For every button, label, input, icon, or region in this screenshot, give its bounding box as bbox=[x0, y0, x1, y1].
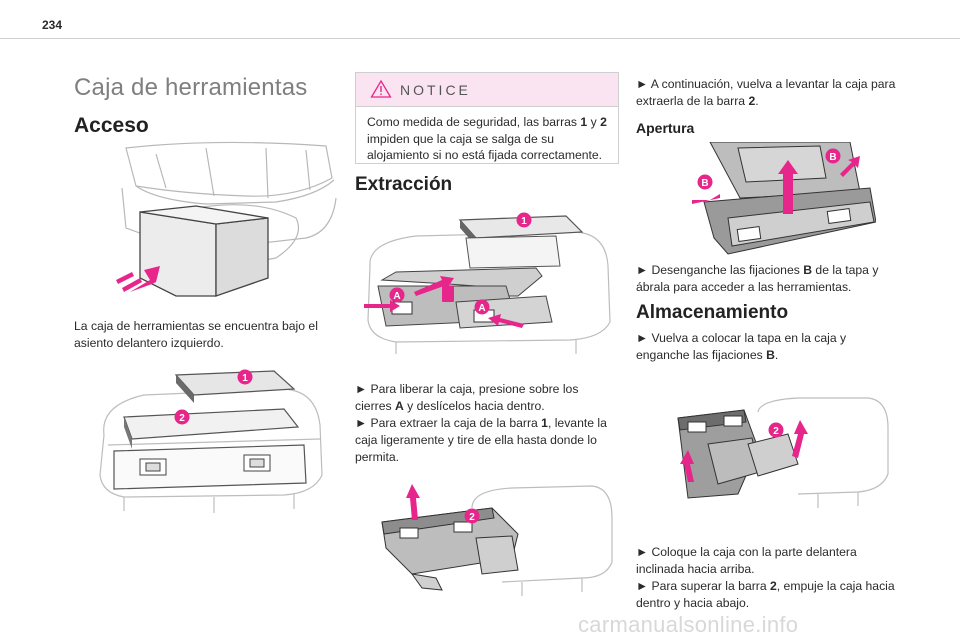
badge-b-left-label: B bbox=[701, 178, 708, 189]
seat-illustration bbox=[116, 141, 337, 297]
storage-illustration: 2 bbox=[677, 397, 889, 508]
extraccion-heading: Extracción bbox=[355, 174, 453, 195]
badge-2 bbox=[174, 409, 190, 425]
watermark: carmanualsonline.info bbox=[578, 612, 799, 637]
acceso-text: La caja de herramientas se encuentra baj… bbox=[74, 319, 318, 350]
opening-illustration: B B bbox=[692, 142, 876, 255]
page-number: 234 bbox=[42, 18, 63, 32]
top-divider bbox=[0, 38, 960, 39]
notice-box: NOTICE Como medida de seguridad, las bar… bbox=[355, 72, 619, 164]
apertura-heading: Apertura bbox=[636, 120, 695, 136]
badge-1 bbox=[237, 369, 253, 385]
lift-out-illustration: 2 bbox=[381, 484, 613, 596]
final-step-2: ► Para superar la barra 2, empuje la caj… bbox=[636, 579, 895, 610]
badge-b-left bbox=[697, 174, 713, 190]
badge-2-label: 2 bbox=[469, 512, 475, 523]
page-title: Caja de herramientas bbox=[74, 74, 308, 101]
badge-a-left bbox=[389, 287, 405, 303]
notice-body: Como medida de seguridad, las barras 1 y… bbox=[367, 115, 607, 162]
badge-1-label: 1 bbox=[242, 373, 248, 384]
badge-2 bbox=[768, 422, 784, 438]
badge-a-right-label: A bbox=[478, 303, 485, 314]
badge-2-label: 2 bbox=[773, 426, 779, 437]
badge-1-label: 1 bbox=[521, 216, 527, 227]
badge-b-top bbox=[825, 148, 841, 164]
almacenamiento-heading: Almacenamiento bbox=[636, 302, 789, 323]
badge-a-left-label: A bbox=[393, 291, 400, 302]
apertura-text: ► Desenganche las fijaciones B de la tap… bbox=[636, 263, 879, 294]
notice-title: NOTICE bbox=[400, 82, 471, 98]
extraction-illustration: A A 1 bbox=[364, 212, 611, 354]
toolbox-bars-illustration: 1 2 bbox=[99, 369, 323, 513]
acceso-heading: Acceso bbox=[74, 114, 149, 137]
final-step-1: ► Coloque la caja con la parte delantera… bbox=[636, 545, 857, 576]
warning-icon bbox=[370, 79, 392, 98]
extraccion-step-1: ► Para liberar la caja, presione sobre l… bbox=[355, 382, 579, 413]
badge-2 bbox=[464, 508, 480, 524]
final-steps: ► Coloque la caja con la parte delantera… bbox=[636, 544, 898, 612]
notice-header: NOTICE bbox=[356, 73, 618, 107]
badge-1 bbox=[516, 212, 532, 228]
badge-2-label: 2 bbox=[179, 413, 185, 424]
badge-b-top-label: B bbox=[829, 152, 836, 163]
extraccion-steps: ► Para liberar la caja, presione sobre l… bbox=[355, 381, 617, 466]
continue-text: ► A continuación, vuelva a levantar la c… bbox=[636, 77, 896, 108]
almacenamiento-text: ► Vuelva a colocar la tapa en la caja y … bbox=[636, 331, 847, 362]
badge-a-right bbox=[474, 299, 490, 315]
extraccion-step-2: ► Para extraer la caja de la barra 1, le… bbox=[355, 416, 607, 464]
